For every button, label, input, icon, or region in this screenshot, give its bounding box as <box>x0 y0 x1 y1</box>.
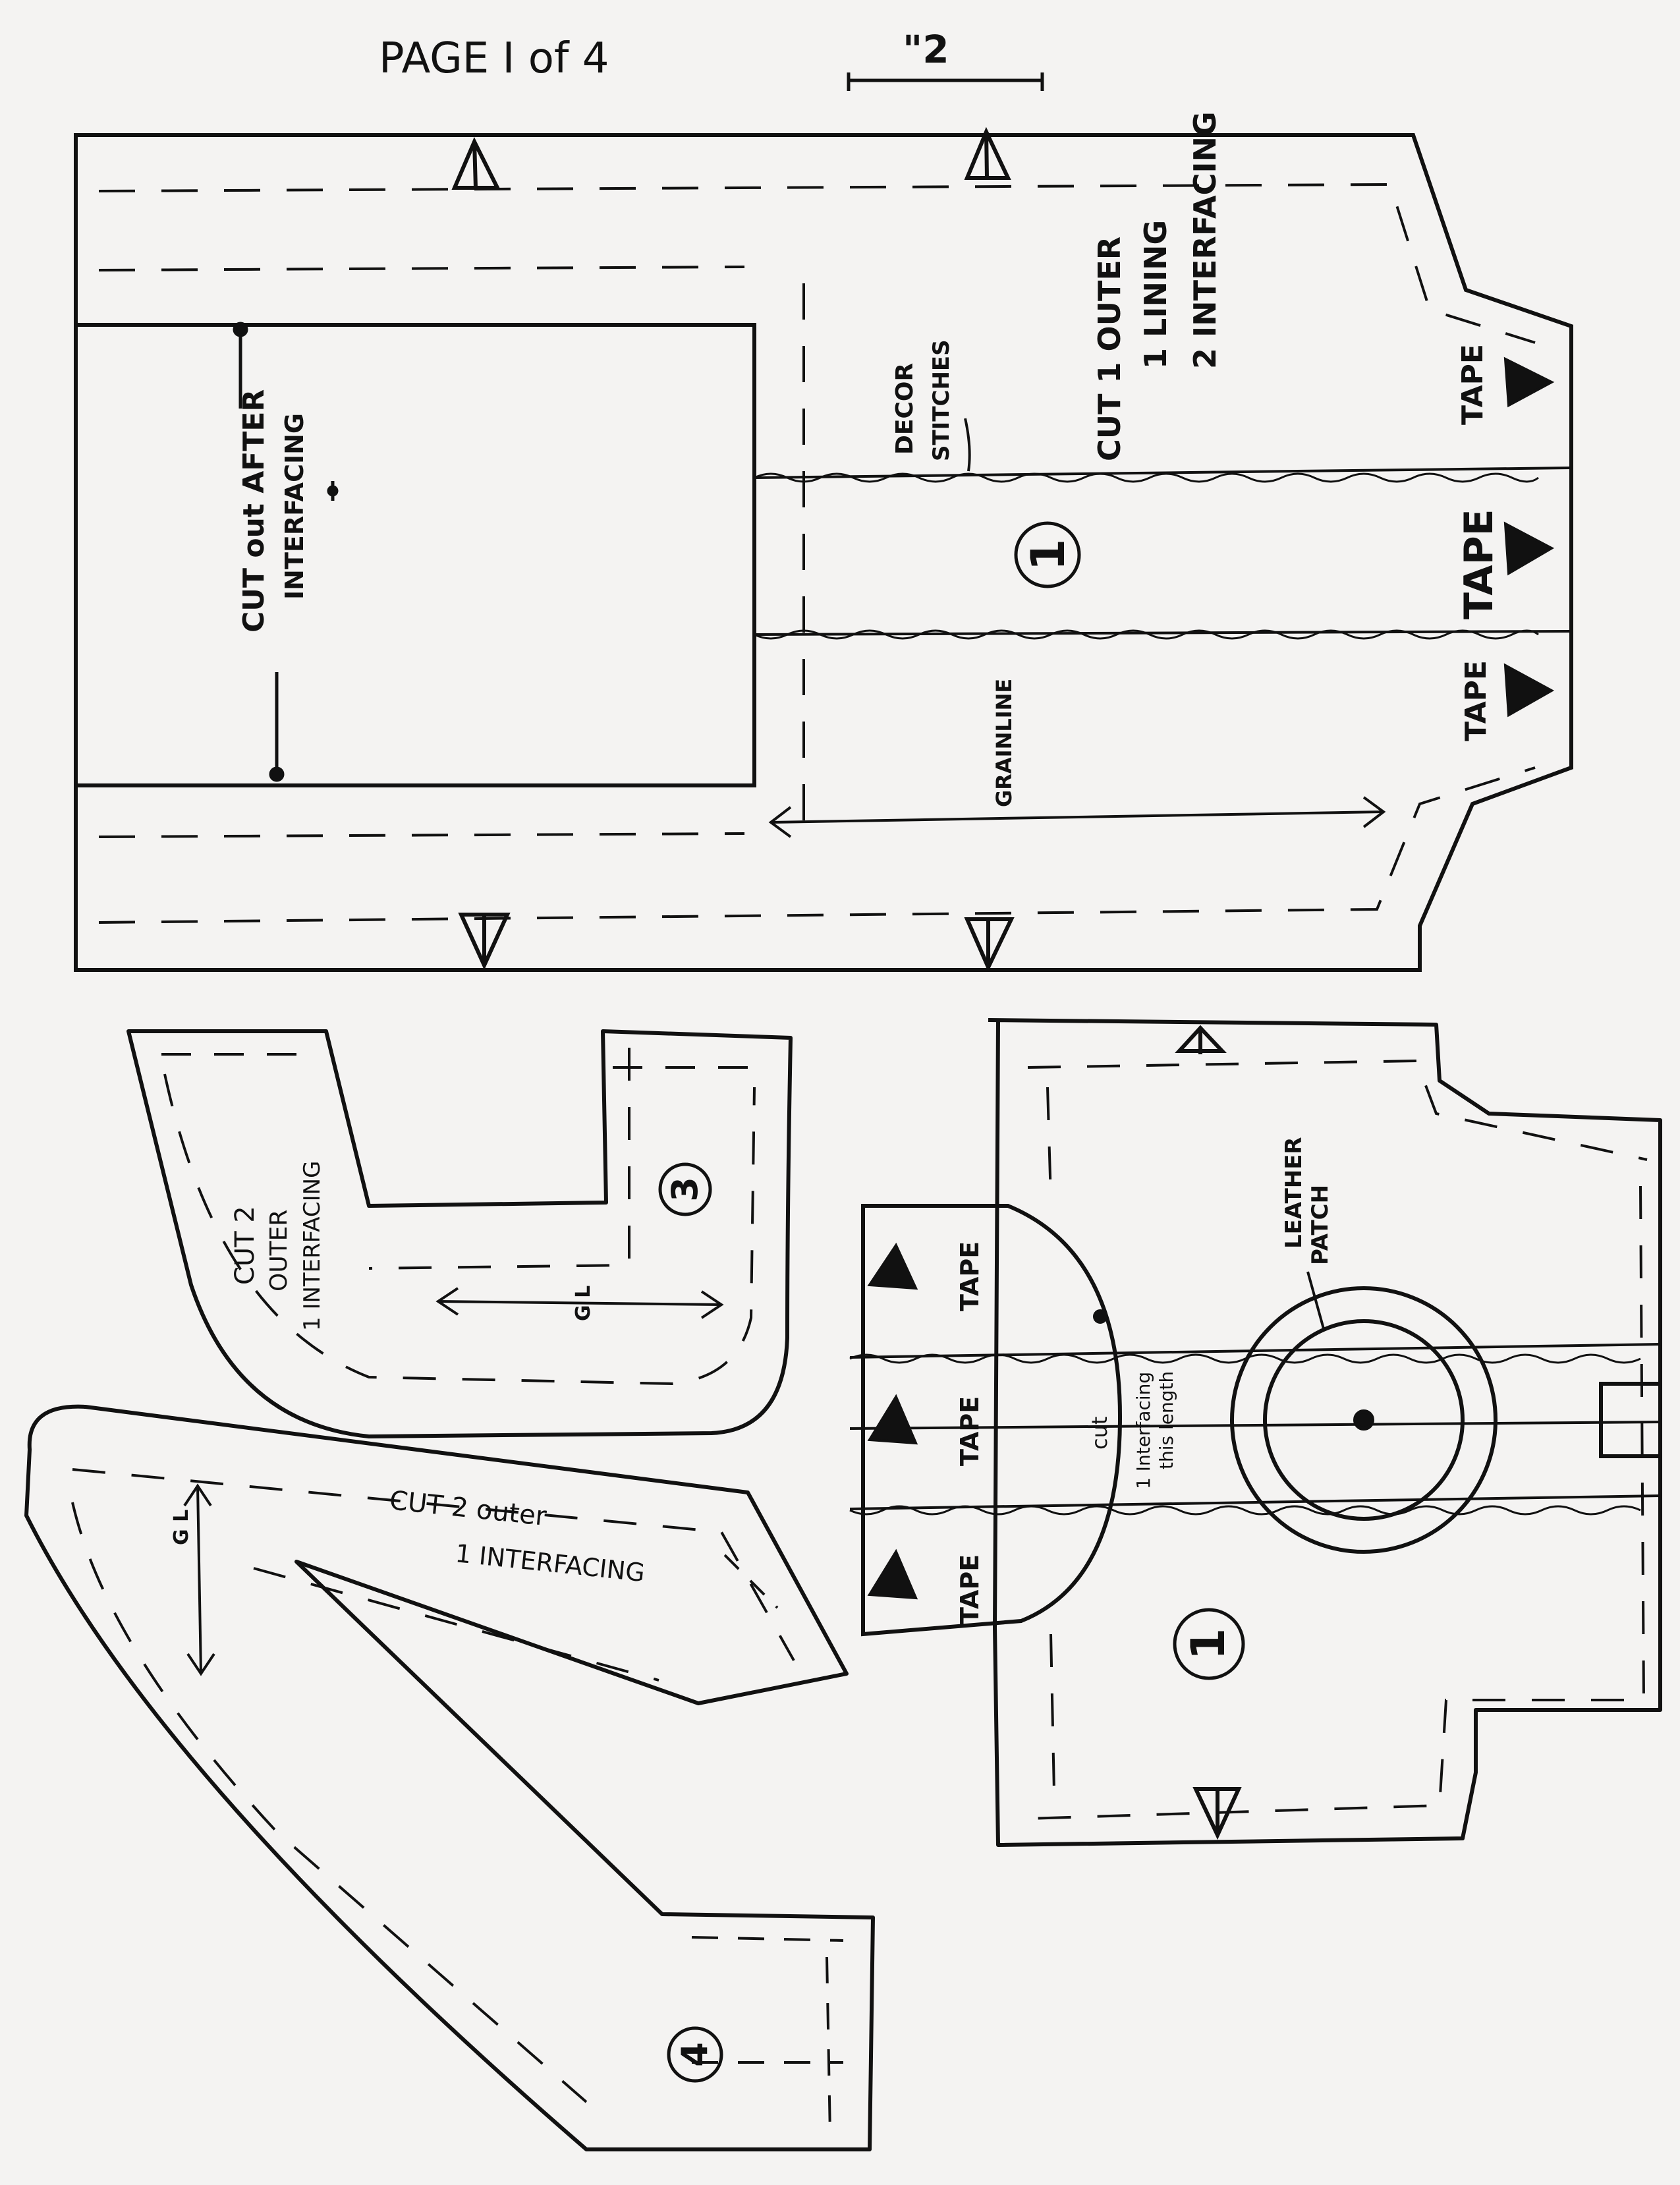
leather-label-2: PATCH <box>1307 1185 1333 1265</box>
piece3-cut-1: CUT 2 <box>230 1206 260 1285</box>
decor-label-1: DECOR <box>891 363 918 455</box>
piece-number-1-bottom: 1 <box>1173 1608 1245 1680</box>
piece-3 <box>126 1029 793 1438</box>
grainline-label-2: G L <box>170 1510 193 1545</box>
piece-number-label: 1 <box>1021 539 1075 571</box>
piece3-cut-3: 1 INTERFACING <box>299 1161 325 1331</box>
tape-label-2: TAPE <box>1456 509 1502 619</box>
tape-triangles-bottom <box>867 1242 918 1600</box>
grainline-arrow-3 <box>435 1287 724 1319</box>
piece-number-label-bottom: 1 <box>1181 1628 1235 1660</box>
piece-1-top <box>74 133 1573 972</box>
piece-number-4-label: 4 <box>674 2042 715 2067</box>
tape-label-bottom-2: TAPE <box>955 1396 984 1466</box>
notch-markers-bottom <box>1175 1025 1242 1840</box>
piece-number-3: 3 <box>658 1162 712 1216</box>
cut-note-1: cut <box>1087 1417 1112 1450</box>
tape-triangles-top <box>1503 356 1555 718</box>
decor-leader <box>964 418 971 472</box>
leather-label-1: LEATHER <box>1281 1137 1307 1249</box>
piece2-cut-1: CUT 2 outer <box>388 1485 548 1532</box>
tape-label-3: TAPE <box>1459 660 1493 741</box>
leather-leader <box>1306 1271 1326 1332</box>
grainline-arrow-top <box>768 796 1386 838</box>
window-note-line-1: CUT out AFTER <box>237 389 271 633</box>
piece2-cut-2: 1 INTERFACING <box>454 1539 646 1587</box>
cut-instruction-line-2: 1 LINING <box>1138 220 1173 369</box>
decor-label-2: STITCHES <box>928 339 955 461</box>
window-note-leader <box>233 322 339 782</box>
scale-label: "2 <box>903 27 949 72</box>
piece-number-3-label: 3 <box>664 1177 706 1202</box>
page-title: PAGE I of 4 <box>379 34 609 83</box>
cut-note-2: 1 Interfacing <box>1133 1372 1154 1489</box>
grainline-arrow-2 <box>183 1483 215 1676</box>
grainline-label-3: G L <box>572 1286 595 1321</box>
notch-markers-top <box>451 127 1015 973</box>
cut-instruction-line-3: 2 INTERFACING <box>1187 111 1223 369</box>
leather-patch <box>1093 1286 1498 1554</box>
piece-1-bottom <box>849 1018 1662 1847</box>
grainline-label: GRAINLINE <box>992 679 1017 807</box>
scale-bar: "2 <box>847 27 1044 91</box>
piece-2 <box>24 1404 875 2151</box>
tape-label-1: TAPE <box>1456 344 1490 425</box>
piece3-cut-2: OUTER <box>266 1210 293 1291</box>
piece-number-1-top: 1 <box>1014 521 1081 588</box>
cut-instruction-line-1: CUT 1 OUTER <box>1092 237 1127 461</box>
tape-label-bottom-3: TAPE <box>955 1554 984 1624</box>
piece-number-4: 4 <box>667 2026 723 2083</box>
cut-note-3: this length <box>1156 1371 1177 1469</box>
window-note-line-2: INTERFACING <box>280 413 309 600</box>
tape-label-bottom-1: TAPE <box>955 1241 984 1311</box>
